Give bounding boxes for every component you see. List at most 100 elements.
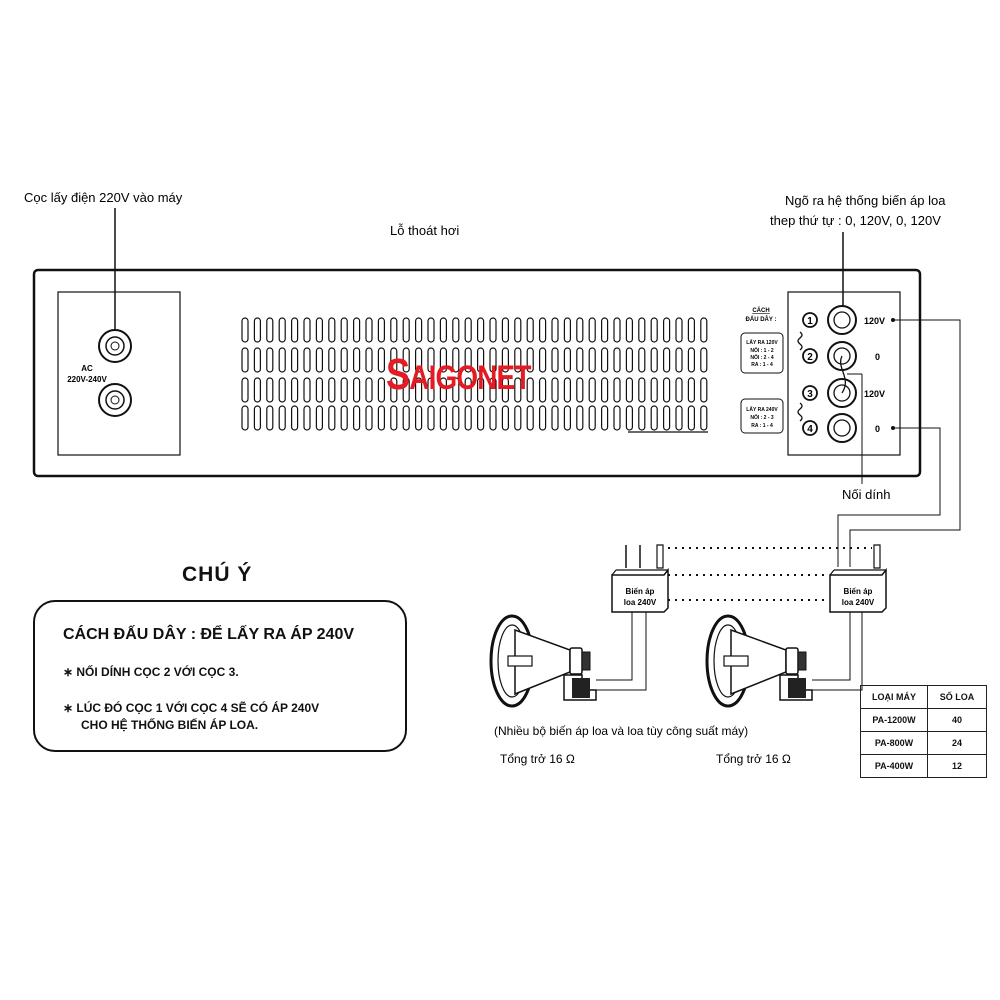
vent-slot [377, 347, 385, 373]
number-1: 1 [807, 316, 813, 327]
vent-slot [613, 347, 621, 373]
vent-slot [501, 347, 509, 373]
vent-slot [613, 377, 621, 403]
brand-first-letter: S [386, 350, 410, 399]
vent-slot [291, 347, 299, 373]
number-4: 4 [807, 424, 813, 435]
vent-slot [241, 405, 249, 431]
vent-slot [241, 317, 249, 343]
vent-slot [489, 377, 497, 403]
wire-0 [837, 427, 941, 567]
vent-slot [365, 405, 373, 431]
vent-slot [700, 317, 708, 343]
output-terminal-1 [827, 305, 857, 335]
vent-slot [241, 347, 249, 373]
vent-slot [625, 317, 634, 343]
vent-slot [563, 347, 572, 373]
vent-slot [662, 347, 671, 373]
vent-slot [315, 377, 323, 403]
vent-slot [526, 377, 534, 403]
ac-range-label: 220V-240V [67, 375, 107, 384]
vent-slot [625, 405, 634, 431]
table-header-row: LOẠI MÁY SỐ LOA [860, 685, 987, 709]
vent-slot [353, 317, 361, 343]
vent-slot [464, 405, 472, 431]
terminal-label-0-bottom: 0 [875, 424, 880, 434]
vent-slot [340, 405, 348, 431]
vent-slot [377, 317, 385, 343]
vent-slot [291, 317, 299, 343]
vent-slot [253, 377, 261, 403]
vent-slot [551, 317, 559, 343]
vent-slot [675, 347, 683, 373]
transformer-right-label: Biến áp [844, 587, 873, 596]
vent-slot [303, 347, 311, 373]
coil-bottom-icon [797, 402, 803, 422]
vent-slot [675, 317, 683, 343]
vent-slot [315, 405, 323, 431]
transformer-left-icon [611, 567, 669, 613]
vent-slot [266, 377, 274, 403]
note-box: CÁCH ĐẤU DÂY : ĐỂ LẤY RA ÁP 240V ∗ NỐI D… [33, 600, 407, 752]
vent-slot [278, 347, 286, 373]
vent-slot [514, 317, 522, 343]
power-terminal-top [98, 329, 132, 363]
impedance-right: Tổng trở 16 Ω [716, 752, 791, 766]
box1-line2: NỐI : 1 - 2 [750, 347, 774, 354]
vent-slot [365, 317, 373, 343]
vent-slot [427, 347, 435, 373]
speaker-count-table: LOẠI MÁY SỐ LOA PA-1200W 40 PA-800W 24 P… [860, 685, 987, 778]
vent-slot [600, 317, 609, 343]
vent-slot [551, 347, 559, 373]
vent-slot [638, 405, 646, 431]
table-cell-model: PA-1200W [860, 708, 928, 732]
coil-top-icon [797, 331, 803, 351]
vent-slot [563, 317, 572, 343]
number-circle-2 [802, 348, 818, 364]
terminal-label-120v-bottom: 120V [864, 389, 885, 399]
note-heading: CÁCH ĐẤU DÂY : ĐỂ LẤY RA ÁP 240V [63, 626, 355, 643]
table-row: PA-400W 12 [860, 754, 987, 778]
vent-slot [613, 405, 621, 431]
wiring-box-120v [740, 332, 784, 374]
vent-slot [662, 317, 671, 343]
speaker-left [489, 544, 669, 708]
vent-slot [402, 317, 410, 343]
vent-slot [439, 317, 447, 343]
vent-slot [489, 405, 497, 431]
vent-slot [427, 377, 435, 403]
vent-slot [700, 377, 708, 403]
vent-slot [291, 405, 299, 431]
vent-slot [613, 317, 621, 343]
vent-slot [501, 405, 509, 431]
vent-slot [452, 347, 460, 373]
vent-slots [241, 317, 708, 431]
vent-slot [551, 405, 559, 431]
vent-slot [390, 405, 398, 431]
vent-slot [625, 377, 634, 403]
vent-slot [291, 377, 299, 403]
impedance-left: Tổng trở 16 Ω [500, 752, 575, 766]
vent-slot [538, 405, 547, 431]
note-line-1: ∗ NỐI DÍNH CỌC 2 VỚI CỌC 3. [63, 665, 239, 679]
vent-slot [600, 405, 609, 431]
vent-slot [514, 405, 522, 431]
vent-slot [278, 405, 286, 431]
vent-slot [377, 405, 385, 431]
vent-slot [452, 317, 460, 343]
vent-slot [489, 317, 497, 343]
vent-slot [662, 377, 671, 403]
vent-slot [588, 405, 596, 431]
terminal-label-120v-top: 120V [864, 316, 885, 326]
vent-slot [650, 347, 658, 373]
vent-slot [675, 405, 683, 431]
vent-slot [464, 377, 472, 403]
transformer-right-icon [829, 567, 887, 613]
box1-line3: NỐI : 2 - 4 [750, 354, 774, 361]
vent-slot [278, 317, 286, 343]
vent-slot [266, 317, 274, 343]
vent-slot [353, 377, 361, 403]
vent-slot [538, 347, 547, 373]
vent-slot [477, 347, 485, 373]
